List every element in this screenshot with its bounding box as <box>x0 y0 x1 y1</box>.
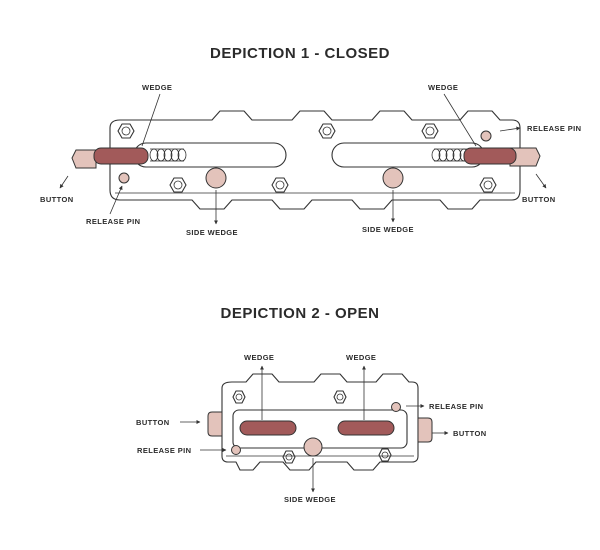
side-wedge-left <box>205 167 227 189</box>
wedge-right <box>463 147 517 165</box>
hex-bolt <box>318 123 336 139</box>
label-release-pin-left: RELEASE PIN <box>86 217 140 226</box>
right-spring <box>431 148 469 162</box>
label2-wedge-left: WEDGE <box>244 353 274 362</box>
hex-bolt <box>271 177 289 193</box>
label2-side-wedge: SIDE WEDGE <box>284 495 336 504</box>
open-button-left <box>207 411 223 437</box>
label2-wedge-right: WEDGE <box>346 353 376 362</box>
hex-bolt <box>479 177 497 193</box>
depiction-2-title: DEPICTION 2 - OPEN <box>220 305 379 322</box>
label-side-wedge-right: SIDE WEDGE <box>362 225 414 234</box>
hex-bolt <box>333 390 347 404</box>
label-side-wedge-left: SIDE WEDGE <box>186 228 238 237</box>
open-wedge-right <box>337 420 395 436</box>
label-wedge-right: WEDGE <box>428 83 458 92</box>
label-button-left: BUTTON <box>40 195 74 204</box>
hex-bolt <box>282 450 296 464</box>
hex-bolt <box>421 123 439 139</box>
label2-release-pin-left: RELEASE PIN <box>137 446 191 455</box>
wedge-left <box>93 147 149 165</box>
button-left <box>71 149 97 169</box>
open-side-wedge <box>303 437 323 457</box>
release-pin-left <box>118 172 130 184</box>
depiction-1-title: DEPICTION 1 - CLOSED <box>210 45 390 62</box>
hex-bolt <box>232 390 246 404</box>
hex-bolt <box>378 448 392 462</box>
open-button-right <box>417 417 433 443</box>
label2-release-pin-right: RELEASE PIN <box>429 402 483 411</box>
release-pin-right <box>480 130 492 142</box>
label-release-pin-right: RELEASE PIN <box>527 124 581 133</box>
closed-plate <box>71 110 541 210</box>
open-release-pin-left <box>231 445 241 455</box>
open-release-pin-right <box>391 402 401 412</box>
label-wedge-left: WEDGE <box>142 83 172 92</box>
open-plate <box>207 373 433 471</box>
open-wedge-left <box>239 420 297 436</box>
label-button-right: BUTTON <box>522 195 556 204</box>
left-spring <box>149 148 187 162</box>
label2-button-left: BUTTON <box>136 418 170 427</box>
hex-bolt <box>117 123 135 139</box>
side-wedge-right <box>382 167 404 189</box>
hex-bolt <box>169 177 187 193</box>
label2-button-right: BUTTON <box>453 429 487 438</box>
